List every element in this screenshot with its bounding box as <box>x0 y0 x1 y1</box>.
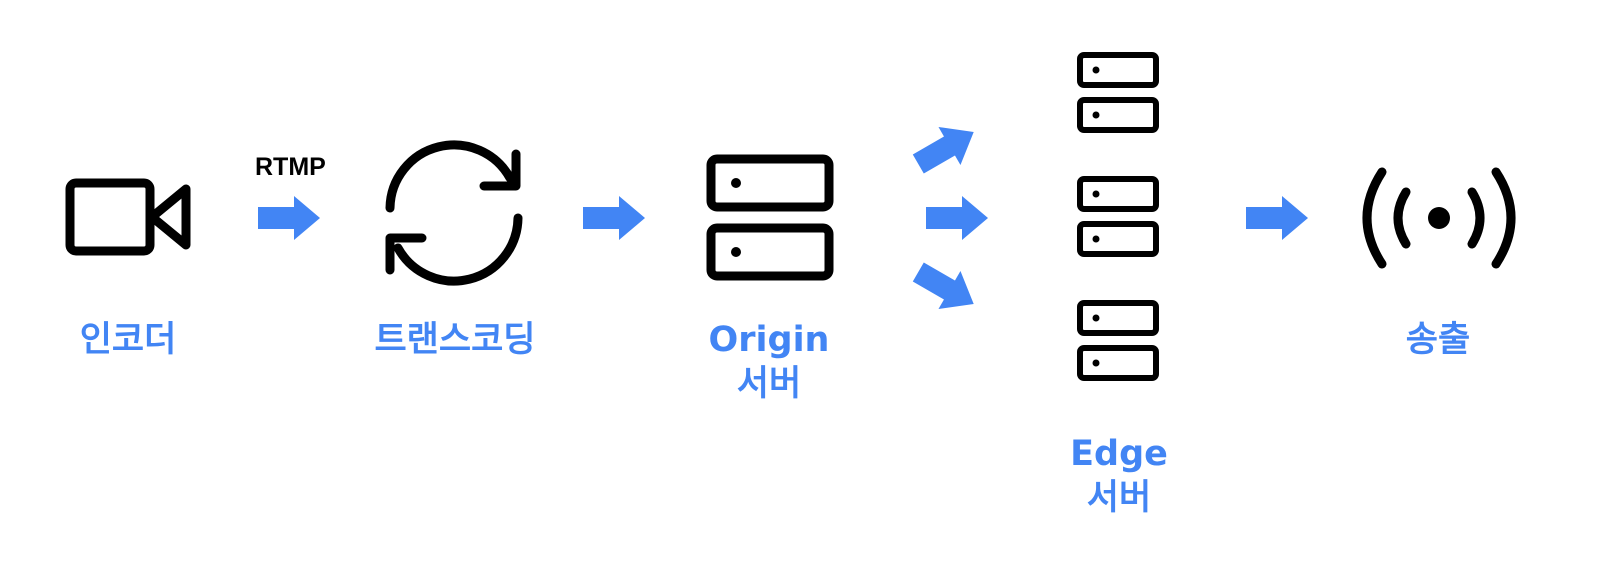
video-camera-icon <box>65 178 191 256</box>
edge-server-label: Edge 서버 <box>1070 434 1168 518</box>
arrow-edge-to-broadcast <box>1246 196 1308 240</box>
broadcast-icon <box>1362 167 1516 269</box>
arrow-origin-to-edge-top <box>912 126 974 174</box>
arrow-origin-to-edge-bottom <box>912 262 974 310</box>
server-icon <box>706 154 834 281</box>
origin-server-label: Origin 서버 <box>708 320 830 404</box>
arrow-transcoding-to-origin <box>583 196 645 240</box>
sync-icon <box>385 140 523 286</box>
arrow-origin-to-edge-middle <box>926 196 988 240</box>
broadcast-label: 송출 <box>1405 320 1471 360</box>
rtmp-label: RTMP <box>255 153 326 181</box>
edge-server-3 <box>1077 300 1159 381</box>
transcoding-label: 트랜스코딩 <box>374 320 536 360</box>
server-stack-icon <box>1077 52 1159 381</box>
arrow-encoder-to-transcoding <box>258 196 320 240</box>
edge-server-1 <box>1077 52 1159 133</box>
encoder-label: 인코더 <box>79 320 177 360</box>
edge-server-2 <box>1077 176 1159 257</box>
